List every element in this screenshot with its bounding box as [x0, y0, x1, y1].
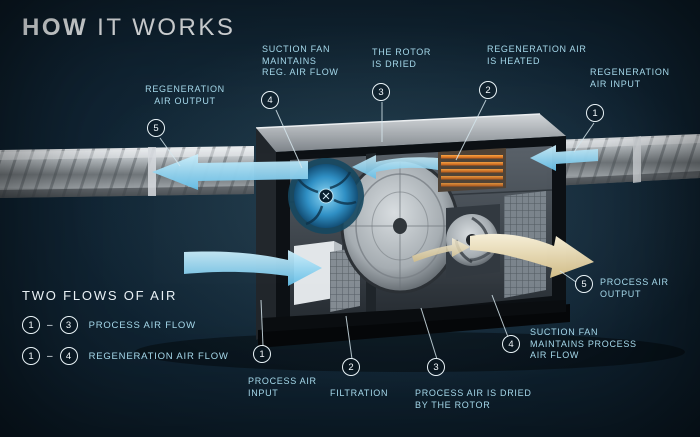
- number-badge-rotor-dried: 3: [372, 83, 390, 101]
- number-badge-process-air-output: 5: [575, 275, 593, 293]
- leader-lines: [159, 99, 595, 360]
- callout-label-process-air-output: PROCESS AIR OUTPUT: [600, 277, 669, 299]
- number-badge-filtration: 2: [342, 358, 360, 376]
- heater: [438, 148, 506, 192]
- legend-dash-2: –: [47, 350, 53, 362]
- base: [258, 300, 570, 348]
- arrow-process-input: [184, 250, 322, 286]
- legend-label-regeneration: REGENERATION AIR FLOW: [88, 350, 229, 362]
- arrow-reg-input: [530, 145, 598, 171]
- legend-badge-from-1: 1: [22, 316, 40, 334]
- title-bold: HOW: [22, 14, 89, 41]
- machine-body: [255, 113, 570, 348]
- callout-label-filtration: FILTRATION: [330, 388, 389, 398]
- legend-badge-to-4: 4: [59, 347, 78, 365]
- arrow-rotor-to-fan: [412, 238, 470, 262]
- number-badge-suction-fan-reg: 4: [261, 91, 279, 109]
- legend-badge-from-1b: 1: [22, 347, 40, 365]
- legend: TWO FLOWS OF AIR 1 – 3 PROCESS AIR FLOW …: [22, 288, 229, 365]
- number-badge-reg-air-output: 5: [147, 119, 165, 137]
- arrow-reg-output: [152, 154, 308, 190]
- duct-right: [552, 134, 700, 186]
- legend-badge-to-3: 3: [59, 316, 78, 334]
- callout-label-rotor-dried: THE ROTOR IS DRIED: [372, 47, 432, 69]
- callout-label-reg-air-output: REGENERATION AIR OUTPUT: [145, 84, 225, 106]
- number-badge-reg-air-input: 1: [586, 104, 604, 122]
- legend-dash: –: [47, 319, 53, 331]
- number-badge-process-air-input: 1: [253, 345, 271, 363]
- callout-label-suction-fan-process: SUCTION FAN MAINTAINS PROCESS AIR FLOW: [530, 327, 637, 360]
- arrow-process-output: [470, 233, 594, 278]
- title-rest: IT WORKS: [97, 14, 236, 41]
- arrow-inner-flow: [352, 155, 438, 179]
- callout-label-reg-air-heated: REGENERATION AIR IS HEATED: [487, 44, 587, 66]
- legend-heading: TWO FLOWS OF AIR: [22, 288, 178, 303]
- number-badge-suction-fan-process: 4: [502, 335, 520, 353]
- callout-label-suction-fan-reg: SUCTION FAN MAINTAINS REG. AIR FLOW: [262, 44, 339, 77]
- callout-label-reg-air-input: REGENERATION AIR INPUT: [590, 67, 670, 89]
- legend-row-regeneration: 1 – 4 REGENERATION AIR FLOW: [22, 347, 229, 365]
- number-badge-process-dried: 3: [427, 358, 445, 376]
- legend-label-process: PROCESS AIR FLOW: [88, 319, 196, 331]
- callout-label-process-dried: PROCESS AIR IS DRIED BY THE ROTOR: [415, 388, 532, 410]
- machine-top: [256, 114, 566, 152]
- legend-row-process: 1 – 3 PROCESS AIR FLOW: [22, 316, 229, 334]
- machine-left-wall: [256, 128, 276, 340]
- number-badge-reg-air-heated: 2: [479, 81, 497, 99]
- page-title: HOW IT WORKS: [22, 14, 235, 42]
- callout-label-process-air-input: PROCESS AIR INPUT: [248, 376, 317, 398]
